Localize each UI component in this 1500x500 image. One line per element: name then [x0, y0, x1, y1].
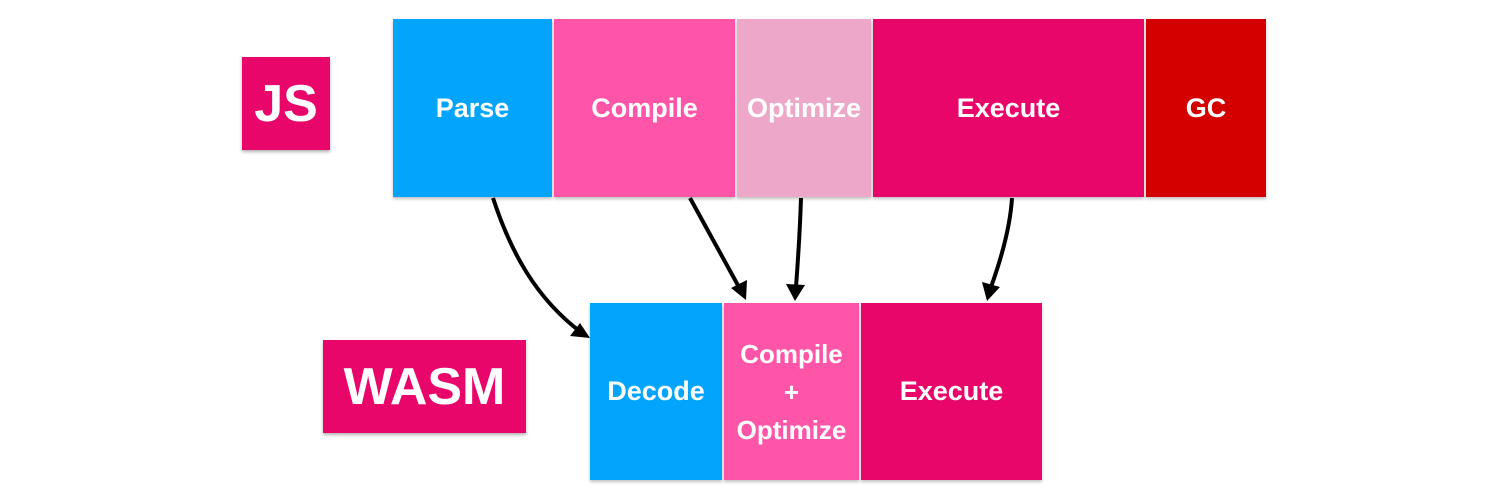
js-stage-parse: Parse: [393, 19, 552, 197]
js-stage-gc: GC: [1146, 19, 1266, 197]
wasm-stage-compile-line: Compile: [740, 338, 843, 369]
wasm-stage-decode: Decode: [590, 303, 722, 480]
arrow-execute-to-execute: [989, 197, 1014, 288]
wasm-stage-optimize-line: Optimize: [736, 414, 847, 445]
js-stage-optimize: Optimize: [737, 19, 871, 197]
arrow-execute-to-execute-head: [982, 282, 1000, 301]
wasm-stage-compile-optimize: Compile + Optimize: [724, 303, 859, 480]
arrow-optimize-to-compile-optimize-head: [786, 284, 805, 301]
js-label: JS: [242, 57, 330, 150]
js-stage-compile: Compile: [554, 19, 735, 197]
js-stage-execute: Execute: [873, 19, 1144, 197]
wasm-stage-plus-line: +: [783, 376, 800, 407]
wasm-label: WASM: [323, 340, 526, 433]
arrow-compile-to-compile-optimize-head: [731, 280, 747, 300]
wasm-stage-execute: Execute: [861, 303, 1042, 480]
arrow-parse-to-decode: [491, 197, 584, 335]
arrow-parse-to-decode-head: [570, 323, 590, 338]
arrow-compile-to-compile-optimize: [688, 197, 742, 290]
arrow-optimize-to-compile-optimize: [794, 197, 803, 288]
